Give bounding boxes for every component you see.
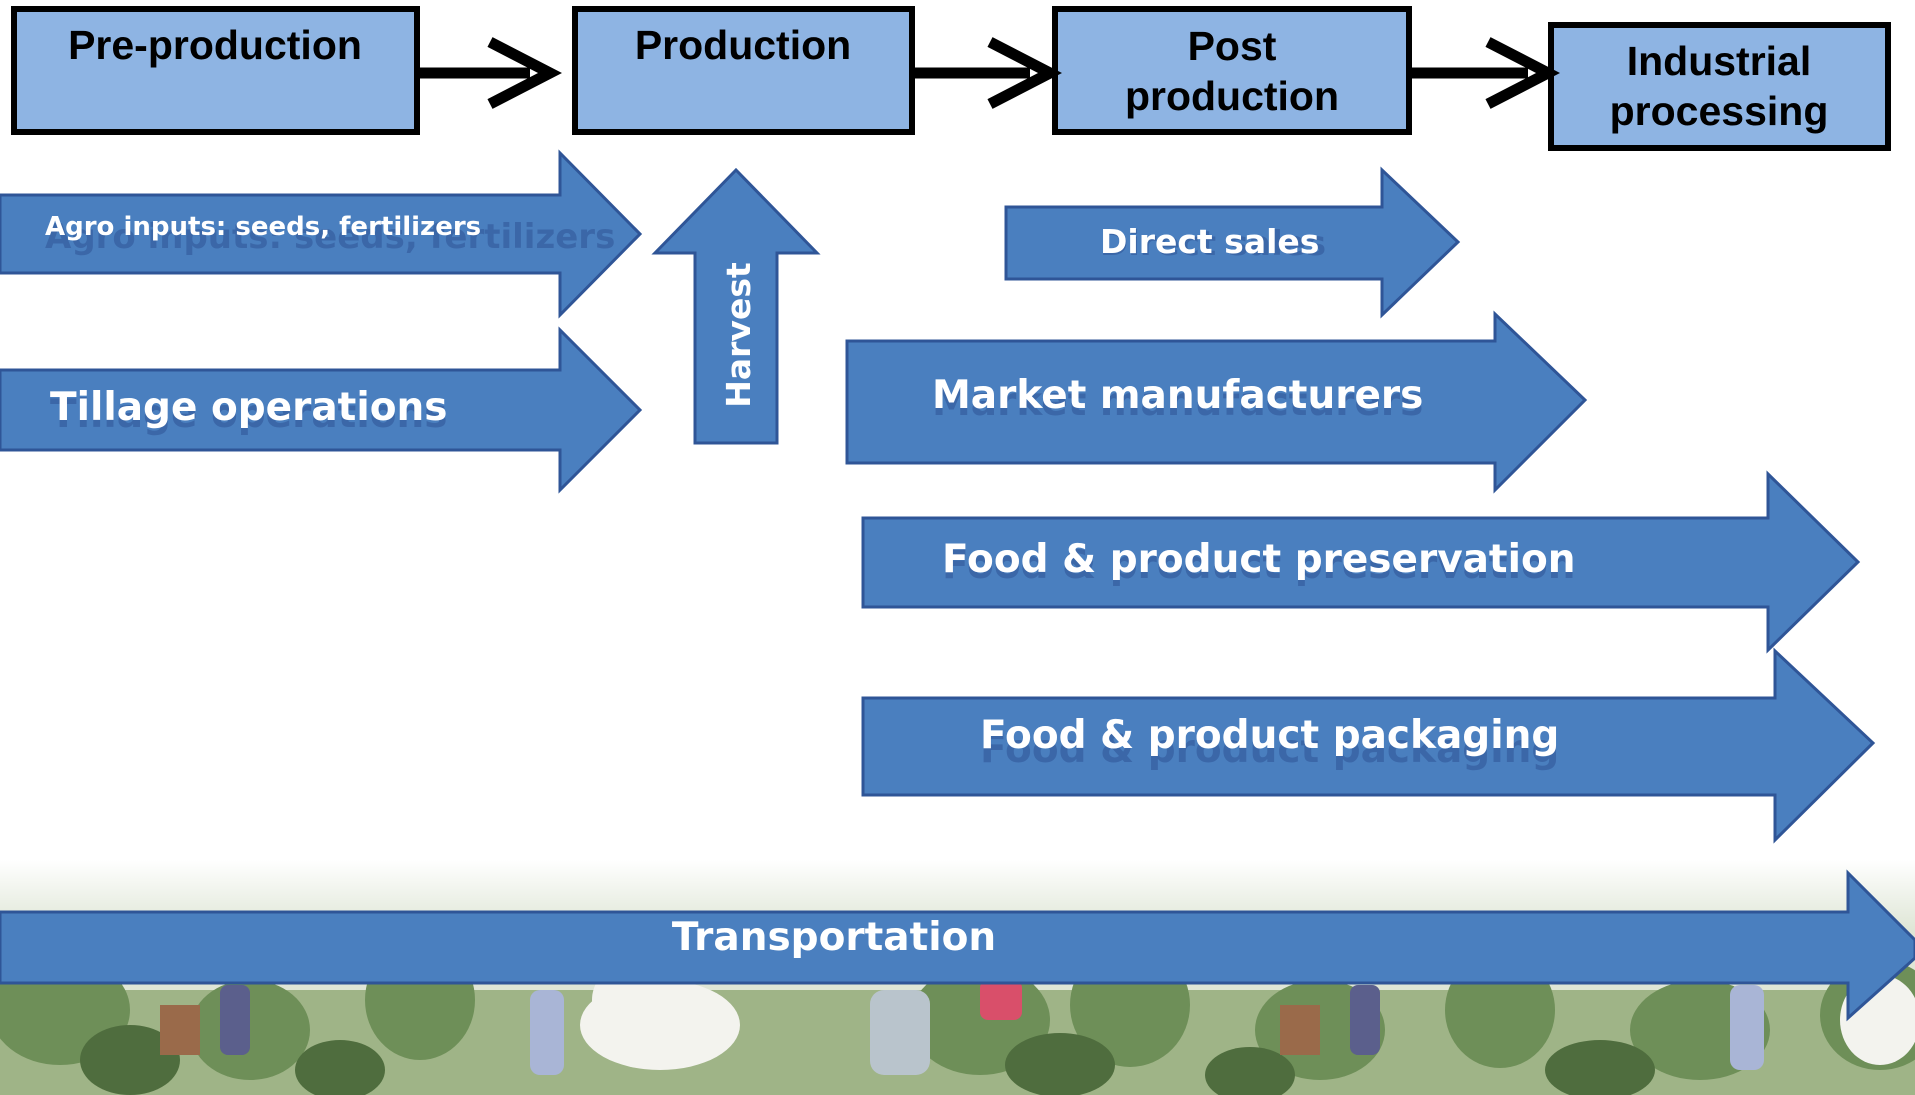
arrow-label-shadow: Food & product preservation	[942, 543, 1576, 588]
arrow-label: Food & product packaging	[980, 713, 1559, 758]
arrow-label: Tillage operations	[50, 385, 447, 430]
arrow-label-shadow: Agro inputs: seeds, fertilizers	[45, 217, 615, 257]
arrow-label: Transportation	[672, 915, 996, 960]
arrow-label: Direct sales	[1100, 222, 1319, 261]
arrow-agro-inputs: Agro inputs: seeds, fertilizers Agro inp…	[0, 149, 643, 319]
stage-pre-production: Pre-production	[11, 6, 420, 135]
stage-label-line-2: production	[1125, 73, 1339, 119]
arrow-harvest: Harvest	[651, 167, 821, 445]
stage-post-production: Post production	[1052, 6, 1412, 135]
arrow-label-shadow: Tillage operations	[50, 392, 447, 437]
stage-production: Production	[572, 6, 915, 135]
arrow-direct-sales: Direct sales Direct sales	[1004, 166, 1461, 319]
stage-connector-2	[913, 37, 1062, 109]
stage-label: Production	[635, 22, 851, 68]
stage-label: Pre-production	[68, 22, 362, 68]
stage-label-line-1: Post	[1188, 23, 1277, 69]
stage-label-line-2: processing	[1610, 88, 1829, 134]
stage-connector-3	[1410, 37, 1560, 109]
stage-label-line-1: Industrial	[1627, 38, 1812, 84]
farm-photo-strip	[0, 860, 1915, 1095]
stage-connector-1	[418, 37, 562, 109]
arrow-transportation: Transportation	[0, 869, 1915, 1022]
arrow-food-preservation: Food & product preservation Food & produ…	[861, 470, 1861, 654]
arrow-label: Agro inputs: seeds, fertilizers	[45, 212, 481, 242]
arrow-label: Harvest	[719, 262, 758, 408]
arrow-label: Food & product preservation	[942, 537, 1576, 582]
arrow-label: Market manufacturers	[932, 373, 1423, 418]
arrow-food-packaging: Food & product packaging Food & product …	[861, 647, 1876, 844]
stage-industrial-processing: Industrial processing	[1548, 22, 1891, 151]
arrow-label-shadow: Food & product packaging	[980, 727, 1559, 772]
arrow-market-manufacturers: Market manufacturers Market manufacturer…	[845, 310, 1588, 494]
arrow-label-shadow: Market manufacturers	[932, 380, 1423, 425]
arrow-tillage: Tillage operations Tillage operations	[0, 326, 643, 494]
arrow-label-shadow: Direct sales	[1100, 224, 1326, 264]
